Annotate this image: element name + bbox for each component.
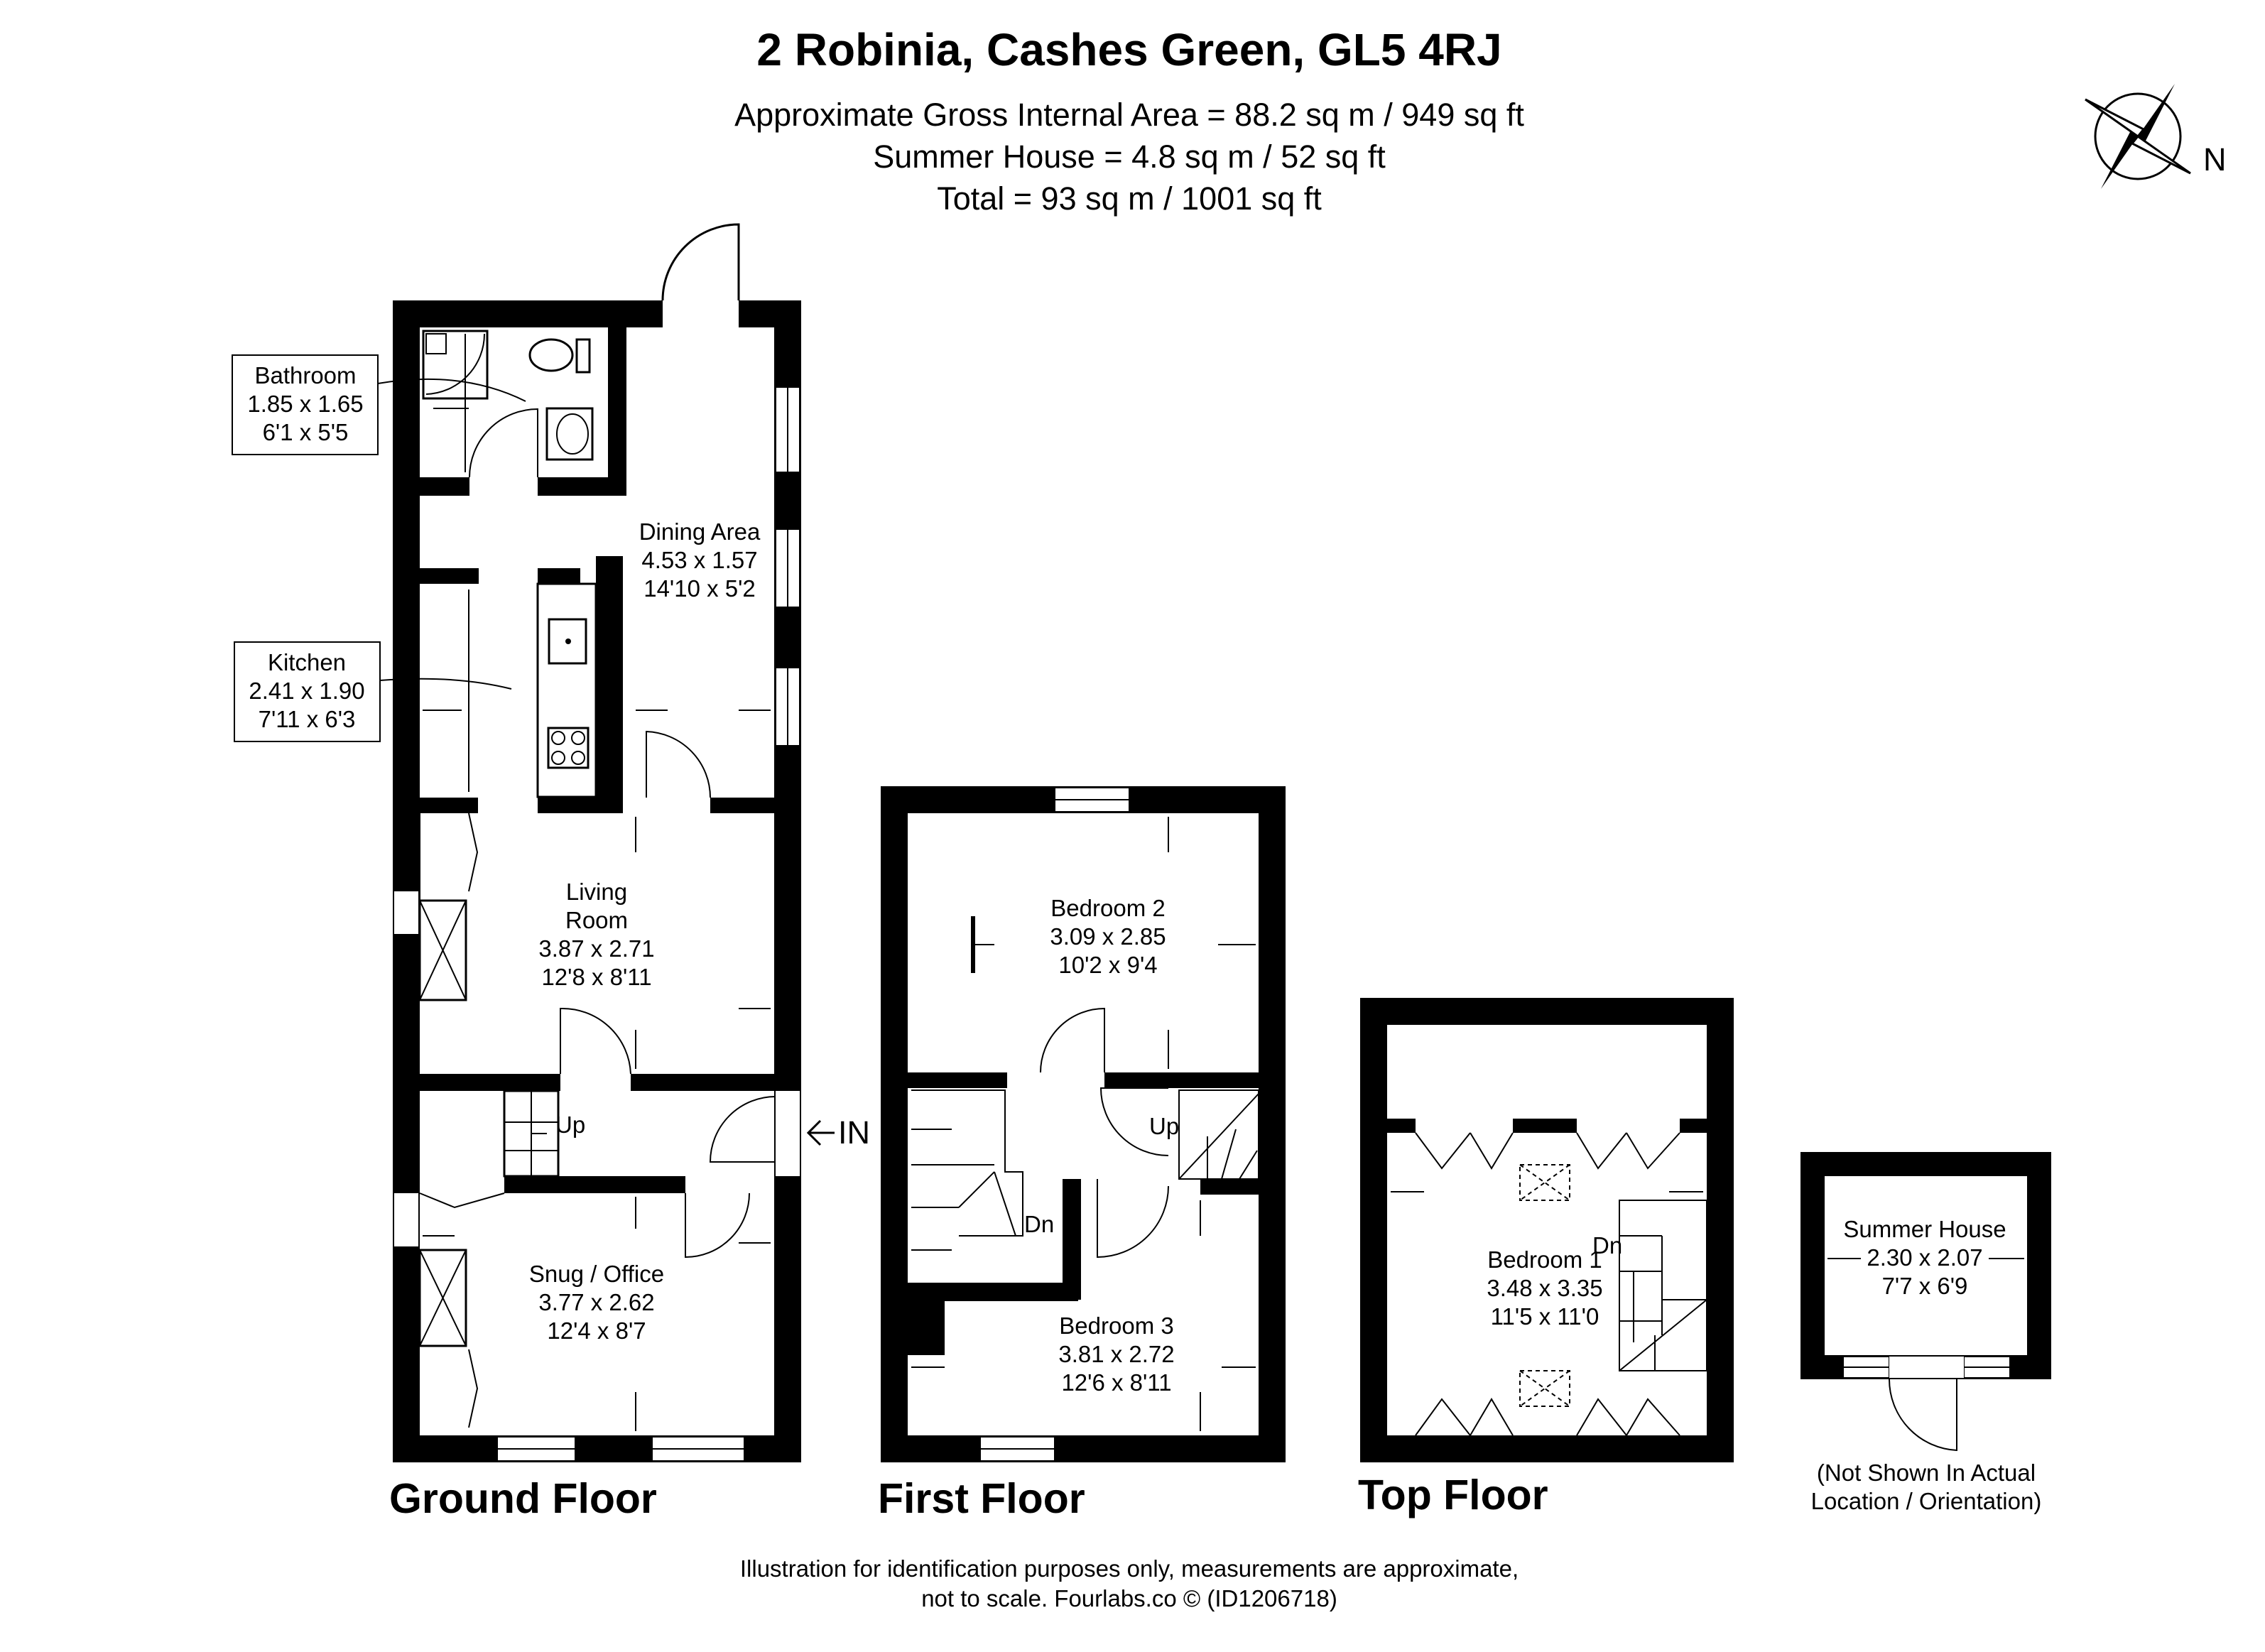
bathroom-metric: 1.85 x 1.65 <box>247 391 363 417</box>
ground-floor-plan: Up IN Bathroom 1.85 x 1.65 6'1 x 5'5 Kit… <box>232 223 870 1522</box>
living-metric: 3.87 x 2.71 <box>538 935 654 962</box>
plan-title: 2 Robinia, Cashes Green, GL5 4RJ <box>756 24 1501 75</box>
kitchen-label: Kitchen 2.41 x 1.90 7'11 x 6'3 <box>234 641 512 742</box>
gross-internal-area: Approximate Gross Internal Area = 88.2 s… <box>734 97 1524 133</box>
kitchen-name: Kitchen <box>268 649 346 675</box>
summer-house-area: Summer House = 4.8 sq m / 52 sq ft <box>873 138 1386 175</box>
bedroom2-imperial: 10'2 x 9'4 <box>1058 952 1157 978</box>
stairs-down-label: Dn <box>1024 1211 1054 1237</box>
top-floor-dimension-arrows <box>1391 1191 1703 1371</box>
snug-imperial: 12'4 x 8'7 <box>547 1317 646 1344</box>
bedroom2-metric: 3.09 x 2.85 <box>1050 923 1166 950</box>
living-imperial: 12'8 x 8'11 <box>541 964 651 990</box>
bedroom3-imperial: 12'6 x 8'11 <box>1061 1369 1171 1396</box>
bathroom-name: Bathroom <box>254 362 356 388</box>
disclaimer-line-2: not to scale. Fourlabs.co © (ID1206718) <box>921 1585 1337 1612</box>
bedroom1-name: Bedroom 1 <box>1487 1246 1602 1273</box>
summerhouse-note-1: (Not Shown In Actual <box>1817 1460 2036 1486</box>
bedroom1-metric: 3.48 x 3.35 <box>1487 1275 1602 1301</box>
entrance-arrow-icon <box>806 1119 835 1146</box>
compass-rose-icon: N <box>2085 84 2227 189</box>
ground-floor-title: Ground Floor <box>389 1475 657 1522</box>
dimension-arrows <box>423 334 771 1431</box>
entrance-label: IN <box>838 1114 870 1151</box>
first-floor-title: First Floor <box>878 1475 1085 1522</box>
dining-name: Dining Area <box>639 518 761 545</box>
total-area: Total = 93 sq m / 1001 sq ft <box>937 180 1322 217</box>
living-name-2: Room <box>565 907 628 933</box>
snug-name: Snug / Office <box>529 1261 664 1287</box>
first-floor-dimension-arrows <box>911 817 1256 1431</box>
north-label: N <box>2203 141 2227 178</box>
bedroom1-imperial: 11'5 x 11'0 <box>1491 1303 1599 1330</box>
summerhouse-metric: 2.30 x 2.07 <box>1867 1244 1982 1271</box>
summerhouse-imperial: 7'7 x 6'9 <box>1882 1273 1968 1299</box>
stairs-down-top-label: Dn <box>1592 1232 1622 1259</box>
first-floor-plan: Dn Up Bedroom 2 3.09 x 2.85 10'2 x 9'4 B… <box>878 786 1286 1522</box>
bathroom-imperial: 6'1 x 5'5 <box>263 419 349 445</box>
bedroom2-name: Bedroom 2 <box>1050 895 1165 921</box>
top-floor-plan: Dn Bedroom 1 3.48 x 3.35 11'5 x 11'0 Top… <box>1358 998 1734 1518</box>
stairs-up-label: Up <box>555 1112 585 1138</box>
bedroom3-name: Bedroom 3 <box>1059 1313 1173 1339</box>
bathroom-label: Bathroom 1.85 x 1.65 6'1 x 5'5 <box>232 354 526 455</box>
kitchen-imperial: 7'11 x 6'3 <box>259 706 356 732</box>
disclaimer-line-1: Illustration for identification purposes… <box>740 1555 1519 1582</box>
summerhouse-note-2: Location / Orientation) <box>1811 1488 2042 1514</box>
dining-metric: 4.53 x 1.57 <box>641 547 757 573</box>
bedroom3-metric: 3.81 x 2.72 <box>1058 1341 1174 1367</box>
stairs-up-first-label: Up <box>1149 1113 1179 1139</box>
top-floor-title: Top Floor <box>1358 1472 1548 1518</box>
snug-metric: 3.77 x 2.62 <box>538 1289 654 1315</box>
dining-imperial: 14'10 x 5'2 <box>643 575 756 602</box>
kitchen-metric: 2.41 x 1.90 <box>249 678 364 704</box>
summer-house-plan: Summer House 2.30 x 2.07 7'7 x 6'9 (Not … <box>1800 1152 2051 1514</box>
summerhouse-name: Summer House <box>1843 1216 2006 1242</box>
living-name-1: Living <box>566 879 627 905</box>
